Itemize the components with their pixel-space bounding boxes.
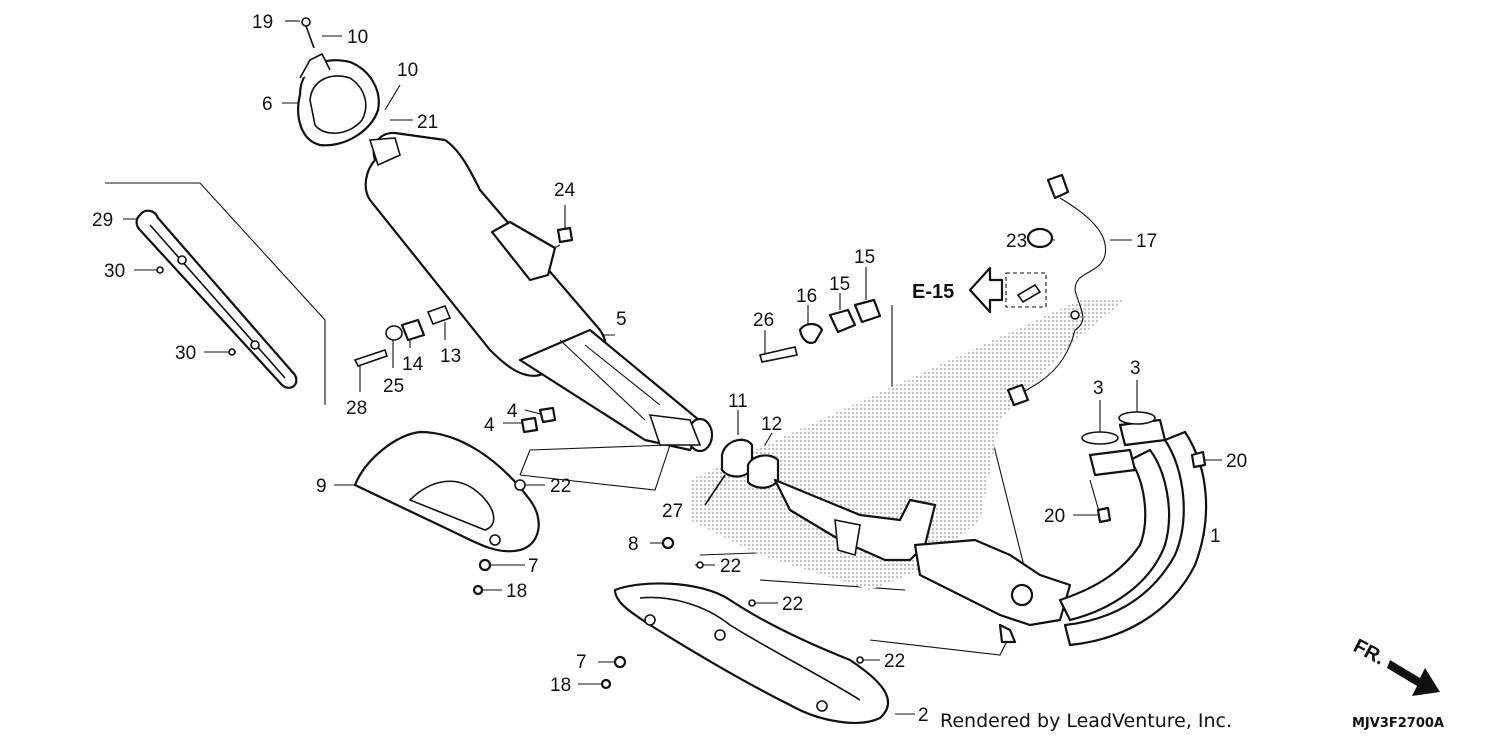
- callout: 22: [782, 594, 803, 615]
- callout: 5: [616, 309, 627, 330]
- callout: 11: [728, 391, 748, 412]
- callout: 3: [1093, 378, 1104, 399]
- callout: 30: [175, 343, 196, 364]
- joint-band-gasket: [704, 438, 780, 506]
- mounting-hardware-right: [758, 298, 882, 363]
- diagram-code: MJV3F2700A: [1352, 716, 1445, 731]
- callout: 22: [550, 476, 571, 497]
- callout: 28: [346, 398, 367, 419]
- callout: 20: [1044, 506, 1065, 527]
- callout: 4: [507, 401, 518, 422]
- callout: 14: [402, 354, 424, 375]
- reference-label: E-15: [912, 281, 954, 303]
- exhaust-header-pipes: [1058, 411, 1208, 647]
- footer-credit: Rendered by LeadVenture, Inc.: [940, 710, 1233, 732]
- callout: 26: [753, 310, 774, 331]
- heat-shield-strip: [105, 182, 326, 405]
- callout: 15: [854, 247, 875, 268]
- callout: 8: [628, 534, 639, 555]
- o2-sensor: [1006, 173, 1107, 407]
- callout: 6: [262, 94, 273, 115]
- callout: 15: [829, 274, 850, 295]
- callout: 29: [92, 210, 113, 231]
- callout: 22: [720, 556, 741, 577]
- callout-labels: 19 10 10 6 21 24 29 30 30 5 13 14 25 28 …: [92, 12, 1247, 726]
- front-direction-label: FR.: [1350, 635, 1389, 670]
- muffler: [364, 131, 714, 453]
- callout: 19: [252, 12, 273, 33]
- callout: 2: [918, 705, 929, 726]
- end-cap: [297, 17, 380, 147]
- callout: 3: [1130, 358, 1141, 379]
- callout: 9: [316, 476, 327, 497]
- mounting-hardware-left: [353, 226, 574, 434]
- callout: 17: [1136, 231, 1157, 252]
- callout: 12: [761, 414, 782, 435]
- callout: 25: [383, 376, 404, 397]
- callout: 18: [506, 581, 527, 602]
- callout: 7: [576, 652, 587, 673]
- callout: 22: [884, 651, 905, 672]
- callout: 20: [1226, 451, 1247, 472]
- front-direction-arrow: FR.: [1350, 635, 1440, 696]
- callout: 13: [440, 346, 461, 367]
- muffler-side-cover: [353, 430, 540, 596]
- callout: 23: [1006, 231, 1027, 252]
- shading-area: [690, 300, 1125, 590]
- callout: 21: [417, 112, 438, 133]
- callout: 24: [554, 180, 576, 201]
- callout: 10: [397, 60, 418, 81]
- callout: 30: [104, 261, 125, 282]
- callout: 10: [347, 27, 368, 48]
- callout: 1: [1210, 526, 1221, 547]
- exhaust-pipe-assembly: [773, 478, 1072, 644]
- reference-arrow-e15: [968, 266, 1047, 314]
- lower-heat-guard: [600, 536, 890, 724]
- callout: 7: [528, 556, 539, 577]
- callout: 16: [796, 286, 817, 307]
- callout: 27: [662, 501, 683, 522]
- callout: 4: [484, 415, 495, 436]
- callout: 18: [550, 675, 571, 696]
